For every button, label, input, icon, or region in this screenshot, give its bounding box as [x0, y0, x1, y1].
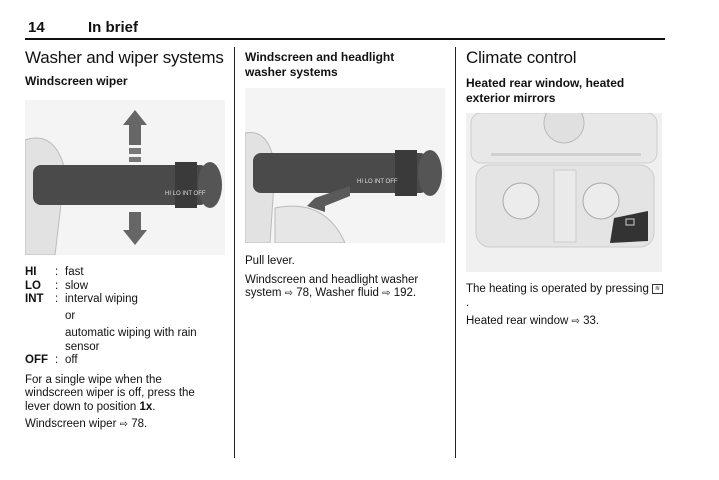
position-key — [25, 307, 55, 324]
ref-page[interactable]: 33. — [583, 315, 600, 327]
position-1x: 1x — [139, 400, 153, 413]
position-desc: off — [65, 354, 78, 366]
paragraph-text: For a single wipe when the windscreen wi… — [25, 373, 195, 413]
subsection-title: Heated rear window, heated exterior mirr… — [466, 76, 625, 105]
washer-lever-illustration: HI LO INT OFF — [244, 88, 445, 244]
list-item: automatic wiping with rain sensor — [25, 323, 215, 354]
column-climate: Climate control Heated rear window, heat… — [466, 48, 666, 106]
position-desc: interval wiping — [65, 293, 138, 305]
wiper-positions: HI: fast LO: slow INT: interval wiping or a… — [25, 266, 230, 432]
column-divider — [234, 47, 235, 458]
ref-text: Washer fluid — [315, 287, 379, 299]
position-desc: or — [65, 309, 76, 322]
arrow-ref-icon — [382, 287, 390, 299]
paragraph-text: The heating is operated by pressing — [466, 283, 649, 295]
separator — [55, 323, 65, 354]
ref-text: Windscreen and headlight washer system — [245, 273, 419, 300]
ref-text: Heated rear window — [466, 315, 569, 327]
position-key: OFF — [25, 354, 48, 366]
arrow-ref-icon — [571, 315, 579, 327]
subsection-title: Windscreen wiper — [25, 74, 128, 88]
svg-text:HI LO INT OFF: HI LO INT OFF — [357, 179, 398, 185]
subsection-title: Windscreen and headlight washer systems — [245, 50, 395, 79]
instruction: Pull lever. — [245, 255, 295, 267]
separator — [55, 307, 65, 324]
separator: : — [55, 266, 59, 278]
section-title: Washer and wiper systems — [25, 48, 224, 67]
position-key: INT — [25, 293, 44, 305]
ref-page[interactable]: 192. — [393, 287, 417, 299]
column-divider — [455, 47, 456, 458]
ref-page[interactable]: 78, — [296, 287, 313, 299]
wiper-lever-illustration: HI LO INT OFF — [24, 100, 225, 256]
column-washer: Windscreen and headlight washer systems — [245, 50, 450, 80]
heating-paragraph: The heating is operated by pressing ≋. — [466, 283, 666, 310]
washer-text: Pull lever. Windscreen and headlight was… — [245, 255, 450, 301]
heated-rear-window-button-icon: ≋ — [652, 283, 664, 294]
cross-reference: Windscreen wiper 78. — [25, 418, 230, 432]
arrow-ref-icon — [285, 287, 293, 299]
svg-text:HI LO INT OFF: HI LO INT OFF — [165, 191, 206, 197]
position-key — [25, 323, 55, 354]
climate-panel-illustration — [466, 102, 662, 272]
climate-text: The heating is operated by pressing ≋. H… — [466, 283, 666, 329]
position-desc: automatic wiping with rain sensor — [65, 327, 197, 353]
separator: : — [55, 354, 59, 366]
column-wiper: Washer and wiper systems Windscreen wipe… — [25, 48, 230, 89]
section-title: Climate control — [466, 48, 577, 67]
list-item: or — [25, 307, 215, 324]
running-header: In brief — [88, 19, 139, 36]
position-desc: slow — [65, 279, 89, 292]
cross-reference: Heated rear window 33. — [466, 315, 666, 329]
arrow-ref-icon — [120, 418, 128, 430]
wiper-position-list: HI: fast LO: slow INT: interval wiping or a… — [25, 266, 215, 368]
list-item: OFF: off — [25, 354, 215, 368]
single-wipe-paragraph: For a single wipe when the windscreen wi… — [25, 373, 195, 413]
ref-text: Windscreen wiper — [25, 418, 117, 430]
ref-page[interactable]: 78. — [131, 418, 148, 430]
list-item: HI: fast — [25, 266, 215, 280]
position-key: HI — [25, 266, 37, 278]
separator: : — [55, 279, 59, 292]
list-item: INT: interval wiping — [25, 293, 215, 307]
position-desc: fast — [65, 266, 84, 278]
position-key: LO — [25, 279, 41, 292]
list-item: LO: slow — [25, 280, 215, 294]
header-rule — [25, 38, 665, 40]
page-number: 14 — [28, 19, 45, 36]
cross-reference: Windscreen and headlight washer system 7… — [245, 274, 450, 301]
separator: : — [55, 293, 59, 305]
